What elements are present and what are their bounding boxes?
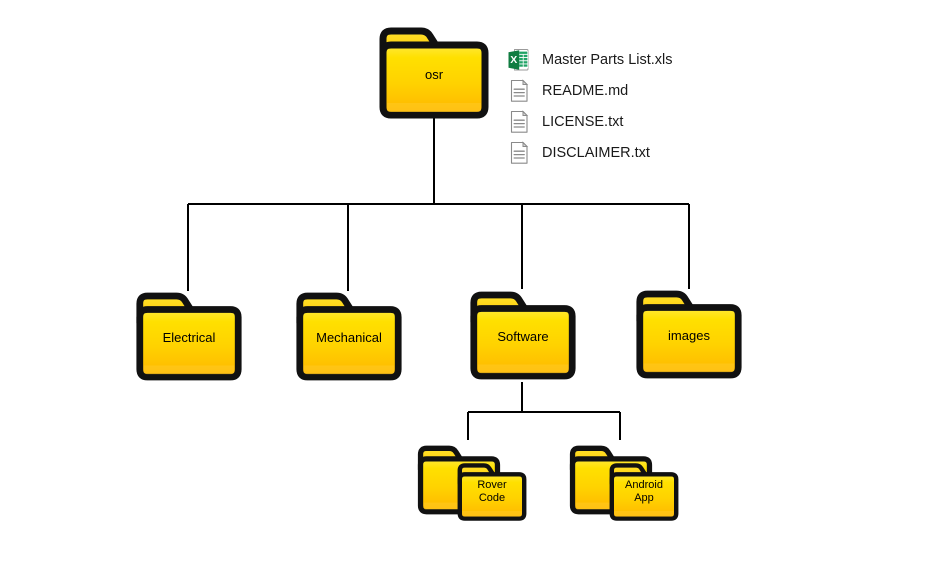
svg-text:X: X xyxy=(510,54,517,66)
file-row-license[interactable]: LICENSE.txt xyxy=(506,106,886,137)
excel-file-icon: X xyxy=(506,47,532,73)
file-name-readme: README.md xyxy=(542,82,629,99)
inner-folder-icon: Rover Code xyxy=(456,457,528,527)
folder-icon: Software xyxy=(468,288,578,383)
file-name-master-parts-list: Master Parts List.xls xyxy=(542,51,673,68)
inner-folder-icon: Android App xyxy=(608,457,680,527)
folder-node-mechanical[interactable]: Mechanical xyxy=(294,290,404,383)
folder-node-electrical[interactable]: Electrical xyxy=(134,290,244,383)
folder-node-rover-code[interactable]: Rover Code xyxy=(416,437,528,527)
document-file-icon xyxy=(506,109,532,135)
file-row-readme[interactable]: README.md xyxy=(506,75,886,106)
folder-node-images[interactable]: images xyxy=(634,288,744,381)
folder-icon-graphic xyxy=(377,25,491,121)
folder-icon: Electrical xyxy=(134,290,244,383)
folder-icon: Mechanical xyxy=(294,290,404,383)
file-name-license: LICENSE.txt xyxy=(542,113,624,130)
folder-icon: osr xyxy=(377,25,491,121)
file-name-disclaimer: DISCLAIMER.txt xyxy=(542,144,650,161)
root-file-list: X Master Parts List.xls README.md xyxy=(506,44,886,168)
inner-folder-icon-graphic xyxy=(608,457,680,527)
document-file-icon xyxy=(506,78,532,104)
document-file-icon xyxy=(506,140,532,166)
folder-node-software[interactable]: Software xyxy=(468,288,578,383)
folder-icon-graphic xyxy=(294,290,404,383)
folder-node-android-app[interactable]: Android App xyxy=(568,437,680,527)
file-row-disclaimer[interactable]: DISCLAIMER.txt xyxy=(506,137,886,168)
inner-folder-icon-graphic xyxy=(456,457,528,527)
folder-node-osr[interactable]: osr xyxy=(377,25,491,121)
folder-icon: images xyxy=(634,288,744,381)
folder-icon-graphic xyxy=(634,288,744,381)
folder-icon-graphic xyxy=(134,290,244,383)
file-row-master-parts-list[interactable]: X Master Parts List.xls xyxy=(506,44,886,75)
folder-icon-graphic xyxy=(468,288,578,383)
